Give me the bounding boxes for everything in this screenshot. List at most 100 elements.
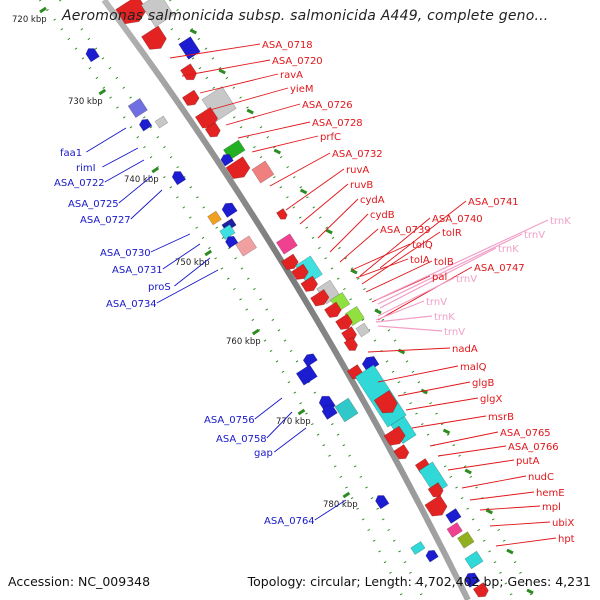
minor-tick	[464, 468, 472, 475]
gene-label: ASA_0734	[106, 299, 157, 310]
leader-line	[437, 445, 507, 457]
gene-label: ruvB	[350, 180, 373, 191]
leader-line	[156, 269, 219, 304]
tick-mark	[151, 166, 160, 174]
gene-label: ASA_0758	[216, 434, 267, 445]
minor-tick	[526, 588, 534, 595]
gene-label: ASA_0732	[332, 149, 383, 160]
gene-label: hemE	[536, 488, 565, 499]
gene-box	[140, 0, 175, 28]
gene-arrow	[300, 275, 319, 292]
tick-mark	[297, 408, 306, 416]
gene-arrow	[343, 336, 358, 351]
genome-backbone	[101, 0, 471, 600]
leader-line	[375, 315, 433, 323]
minor-tick	[325, 228, 333, 235]
leader-line	[199, 73, 279, 94]
gene-arrow	[383, 425, 406, 446]
gene-label: cydB	[370, 210, 395, 221]
kbp-label: 780 kbp	[323, 500, 358, 510]
gene-box	[235, 235, 258, 257]
kbp-label: 740 kbp	[124, 175, 159, 185]
gene-box	[295, 364, 318, 386]
leader-line	[377, 233, 523, 305]
gene-arrow	[341, 326, 358, 342]
gene-arrow	[141, 25, 167, 50]
gene-label: ASA_0740	[432, 214, 483, 225]
minor-tick	[506, 548, 514, 555]
gene-arrow	[171, 171, 187, 186]
leader-line	[495, 537, 557, 547]
minor-tick	[273, 148, 281, 155]
leader-line	[375, 300, 425, 321]
minor-tick	[246, 108, 254, 115]
gene-arrow	[323, 301, 342, 318]
leader-line	[225, 103, 301, 126]
leader-line	[150, 233, 191, 253]
gene-label: ASA_0764	[264, 516, 315, 527]
leader-line	[379, 200, 467, 269]
leader-line	[329, 213, 369, 253]
kbp-label: 730 kbp	[68, 97, 103, 107]
gene-label: malQ	[460, 362, 487, 373]
leader-line	[237, 121, 311, 139]
gene-label: ASA_0739	[380, 225, 431, 236]
gene-label: tolR	[442, 228, 462, 239]
gene-box	[334, 397, 359, 423]
leader-line	[118, 175, 153, 204]
leader-line	[377, 277, 455, 317]
gene-arrow	[220, 153, 234, 167]
leader-line	[461, 475, 527, 489]
gene-label: ASA_0730	[100, 248, 151, 259]
gene-label: ASA_0720	[272, 56, 323, 67]
tick-mark	[39, 6, 47, 14]
gene-label: prfC	[320, 132, 341, 143]
gene-arrow	[472, 582, 489, 598]
gene-label: ASA_0725	[68, 199, 119, 210]
leader-line	[377, 325, 443, 332]
gene-label: ASA_0728	[312, 118, 363, 129]
gene-arrow	[375, 495, 390, 510]
leader-line	[130, 189, 163, 220]
gene-box	[207, 210, 222, 226]
gene-arrow	[302, 353, 318, 368]
gene-box	[251, 160, 275, 184]
gene-arrow	[464, 572, 481, 588]
label-leader-lines	[86, 43, 557, 547]
gene-box	[464, 550, 484, 570]
leader-line	[405, 397, 479, 411]
leader-line	[447, 459, 515, 471]
gene-features	[85, 0, 489, 598]
leader-line	[379, 247, 497, 309]
gene-label: hpt	[558, 534, 575, 545]
gene-arrow	[85, 48, 100, 63]
leader-line	[359, 217, 431, 277]
gene-label: ASA_0731	[112, 265, 163, 276]
tick-mark	[98, 88, 107, 96]
gene-label: ASA_0766	[508, 442, 559, 453]
gene-label: tolQ	[412, 240, 433, 251]
gene-label: trnV	[444, 327, 465, 338]
leader-line	[314, 499, 347, 521]
leader-line	[251, 135, 319, 153]
kbp-label: 760 kbp	[226, 337, 261, 347]
leader-line	[104, 159, 145, 183]
gene-label: pal	[432, 272, 447, 283]
leader-line	[355, 258, 409, 279]
minor-tick	[350, 268, 358, 275]
leader-line	[254, 397, 283, 420]
gene-arrow	[310, 289, 330, 307]
leader-line	[351, 243, 411, 271]
leader-line	[102, 147, 139, 168]
accession-label: Accession: NC_009348	[8, 574, 151, 589]
gene-label: trnV	[426, 297, 447, 308]
gene-label: rimI	[76, 163, 96, 174]
leader-line	[429, 431, 499, 447]
leader-line	[411, 415, 487, 429]
gene-box	[355, 322, 371, 338]
gene-label: proS	[148, 282, 171, 293]
leader-line	[209, 87, 289, 111]
gene-box	[457, 531, 475, 549]
gene-label: ASA_0726	[302, 100, 353, 111]
gene-label: ASA_0727	[80, 215, 131, 226]
